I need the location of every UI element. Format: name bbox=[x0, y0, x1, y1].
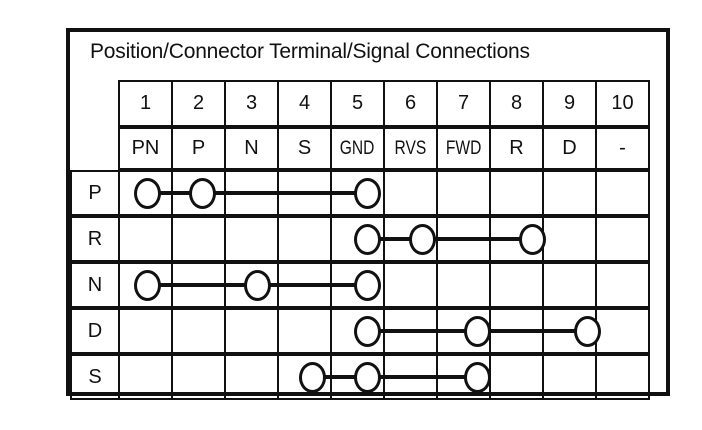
cell-R-6 bbox=[383, 216, 438, 262]
position-label-P: P bbox=[70, 170, 120, 216]
cell-P-10 bbox=[595, 170, 650, 216]
cell-P-6 bbox=[383, 170, 438, 216]
cell-N-7 bbox=[436, 262, 491, 308]
cell-D-3 bbox=[224, 308, 279, 354]
position-label-R: R bbox=[70, 216, 120, 262]
cell-P-2 bbox=[171, 170, 226, 216]
signal-name-6: RVS bbox=[383, 127, 438, 170]
cell-P-4 bbox=[277, 170, 332, 216]
terminal-number-5: 5 bbox=[330, 80, 385, 127]
cell-S-8 bbox=[489, 354, 544, 400]
cell-P-5 bbox=[330, 170, 385, 216]
cell-D-1 bbox=[118, 308, 173, 354]
signal-text-9: D bbox=[562, 137, 577, 159]
cell-N-3 bbox=[224, 262, 279, 308]
terminal-number-1: 1 bbox=[118, 80, 173, 127]
cell-D-2 bbox=[171, 308, 226, 354]
table-row: R bbox=[70, 216, 666, 262]
signal-name-2: P bbox=[171, 127, 226, 170]
cell-S-6 bbox=[383, 354, 438, 400]
cell-R-7 bbox=[436, 216, 491, 262]
signal-text-3: N bbox=[244, 137, 259, 159]
terminal-number-header-row: 1 2 3 4 5 6 7 8 9 10 bbox=[70, 80, 666, 127]
cell-N-2 bbox=[171, 262, 226, 308]
cell-S-3 bbox=[224, 354, 279, 400]
cell-R-4 bbox=[277, 216, 332, 262]
cell-R-3 bbox=[224, 216, 279, 262]
terminal-number-7: 7 bbox=[436, 80, 491, 127]
signal-text-5: GND bbox=[340, 137, 375, 159]
cell-N-10 bbox=[595, 262, 650, 308]
cell-D-6 bbox=[383, 308, 438, 354]
terminal-number-2: 2 bbox=[171, 80, 226, 127]
terminal-number-9: 9 bbox=[542, 80, 597, 127]
cell-N-6 bbox=[383, 262, 438, 308]
cell-D-7 bbox=[436, 308, 491, 354]
signal-text-8: R bbox=[509, 137, 524, 159]
cell-D-9 bbox=[542, 308, 597, 354]
table-row: S bbox=[70, 354, 666, 400]
signal-text-2: P bbox=[191, 137, 206, 159]
cell-R-9 bbox=[542, 216, 597, 262]
signal-text-1: PN bbox=[131, 137, 160, 159]
cell-R-10 bbox=[595, 216, 650, 262]
signal-name-10: - bbox=[595, 127, 650, 170]
cell-R-2 bbox=[171, 216, 226, 262]
terminal-number-8: 8 bbox=[489, 80, 544, 127]
position-label-S: S bbox=[70, 354, 120, 400]
signal-name-8: R bbox=[489, 127, 544, 170]
cell-S-5 bbox=[330, 354, 385, 400]
cell-P-3 bbox=[224, 170, 279, 216]
signal-text-4: S bbox=[297, 137, 312, 159]
cell-R-8 bbox=[489, 216, 544, 262]
terminal-number-4: 4 bbox=[277, 80, 332, 127]
cell-N-4 bbox=[277, 262, 332, 308]
signal-name-4: S bbox=[277, 127, 332, 170]
terminal-number-10: 10 bbox=[595, 80, 650, 127]
signal-name-3: N bbox=[224, 127, 279, 170]
signal-name-5: GND bbox=[330, 127, 385, 170]
connection-diagram-frame: Position/Connector Terminal/Signal Conne… bbox=[66, 28, 670, 400]
header-corner-blank-signal bbox=[70, 127, 120, 170]
cell-P-7 bbox=[436, 170, 491, 216]
position-label-N: N bbox=[70, 262, 120, 308]
cell-P-8 bbox=[489, 170, 544, 216]
diagram-title: Position/Connector Terminal/Signal Conne… bbox=[90, 40, 530, 63]
cell-P-9 bbox=[542, 170, 597, 216]
cell-S-4 bbox=[277, 354, 332, 400]
position-label-D: D bbox=[70, 308, 120, 354]
cell-S-9 bbox=[542, 354, 597, 400]
table-row: D bbox=[70, 308, 666, 354]
signal-text-10: - bbox=[619, 137, 626, 159]
cell-N-9 bbox=[542, 262, 597, 308]
cell-S-1 bbox=[118, 354, 173, 400]
connection-table: 1 2 3 4 5 6 7 8 9 10 PN P N S GND RVS FW… bbox=[70, 32, 666, 400]
table-row: N bbox=[70, 262, 666, 308]
cell-R-5 bbox=[330, 216, 385, 262]
signal-text-6: RVS bbox=[394, 137, 427, 159]
signal-name-1: PN bbox=[118, 127, 173, 170]
terminal-number-3: 3 bbox=[224, 80, 279, 127]
cell-R-1 bbox=[118, 216, 173, 262]
cell-N-1 bbox=[118, 262, 173, 308]
cell-D-8 bbox=[489, 308, 544, 354]
terminal-number-6: 6 bbox=[383, 80, 438, 127]
header-corner-blank-terminal bbox=[70, 80, 120, 127]
cell-N-5 bbox=[330, 262, 385, 308]
cell-N-8 bbox=[489, 262, 544, 308]
cell-S-2 bbox=[171, 354, 226, 400]
cell-D-10 bbox=[595, 308, 650, 354]
signal-name-7: FWD bbox=[436, 127, 491, 170]
cell-D-4 bbox=[277, 308, 332, 354]
cell-D-5 bbox=[330, 308, 385, 354]
cell-S-10 bbox=[595, 354, 650, 400]
table-row: P bbox=[70, 170, 666, 216]
signal-name-header-row: PN P N S GND RVS FWD R D - bbox=[70, 127, 666, 170]
cell-P-1 bbox=[118, 170, 173, 216]
signal-text-7: FWD bbox=[445, 137, 482, 159]
cell-S-7 bbox=[436, 354, 491, 400]
signal-name-9: D bbox=[542, 127, 597, 170]
